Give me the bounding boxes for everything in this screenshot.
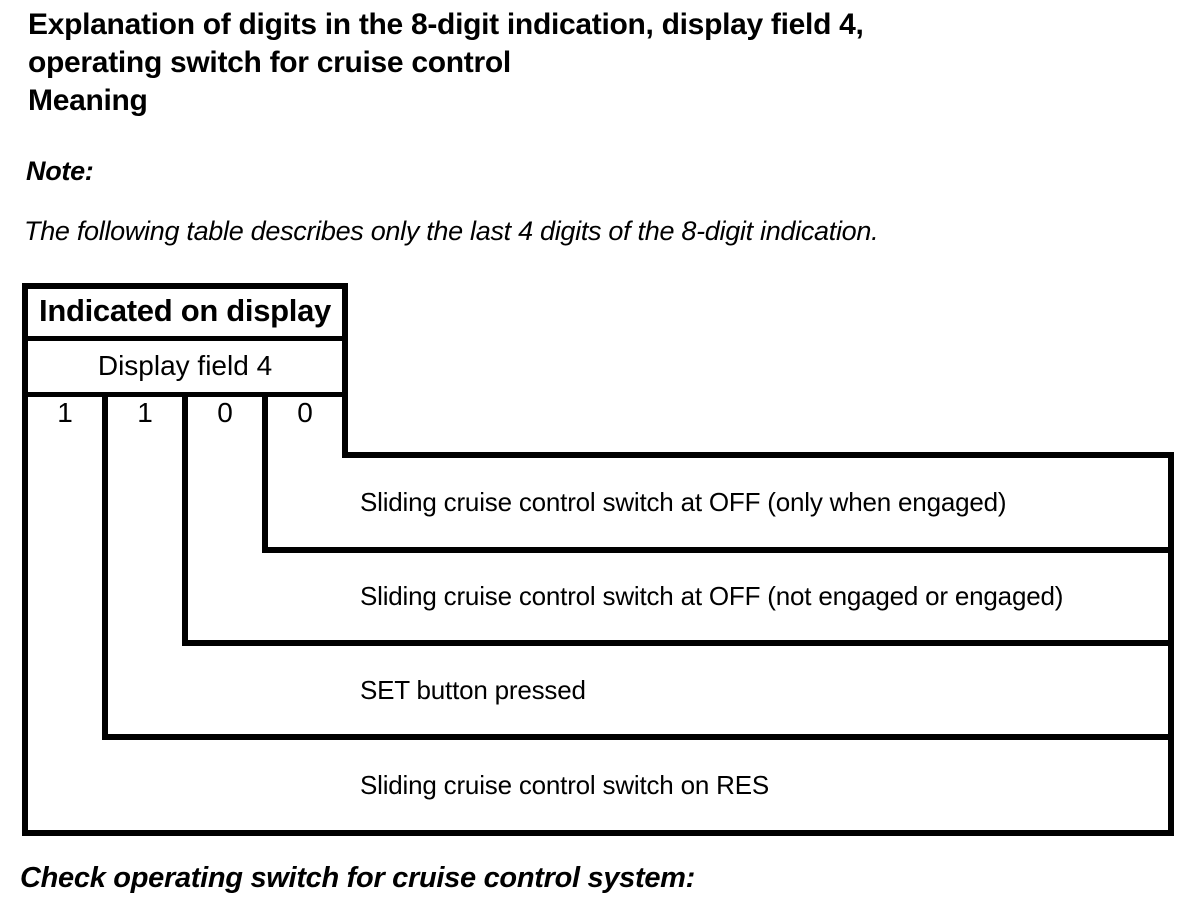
outer-bottom-border xyxy=(22,830,1174,836)
digit-cell-4: 0 xyxy=(297,397,313,428)
note-text: The following table describes only the l… xyxy=(24,216,879,246)
subheader-cell: Display field 4 xyxy=(97,349,273,381)
meaning-row3-bottom-border xyxy=(102,734,1174,740)
meaning-row2-bottom-border xyxy=(182,640,1174,646)
page-title: Explanation of digits in the 8-digit ind… xyxy=(28,6,864,120)
connector-digit1-vertical xyxy=(102,392,108,740)
meaning-row1-bottom-border xyxy=(262,547,1174,553)
outer-left-border xyxy=(22,283,28,836)
meaning-row1-top-border xyxy=(342,452,1174,458)
page-title-line-3: Meaning xyxy=(28,84,148,117)
meaning-row-digit1: Sliding cruise control switch on RES xyxy=(360,769,769,800)
footer-instruction: Check operating switch for cruise contro… xyxy=(20,862,696,894)
connector-digit2-vertical xyxy=(182,392,188,646)
meaning-row-digit2: SET button pressed xyxy=(360,674,586,705)
page-title-line-2: operating switch for cruise control xyxy=(28,46,511,79)
digit-cell-1: 1 xyxy=(57,397,73,428)
header-box-top-border xyxy=(22,283,348,289)
digit-cell-2: 1 xyxy=(137,397,153,428)
note-label: Note: xyxy=(26,156,94,186)
connector-digit3-vertical xyxy=(262,392,268,553)
connector-digit4-vertical xyxy=(342,283,348,458)
meaning-row-digit4: Sliding cruise control switch at OFF (on… xyxy=(360,487,1007,517)
digit-cell-3: 0 xyxy=(217,397,233,428)
meaning-row-digit3: Sliding cruise control switch at OFF (no… xyxy=(360,581,1064,611)
header-cell: Indicated on display xyxy=(39,292,331,328)
header-divider-border xyxy=(22,336,348,341)
page-title-line-1: Explanation of digits in the 8-digit ind… xyxy=(28,8,864,41)
